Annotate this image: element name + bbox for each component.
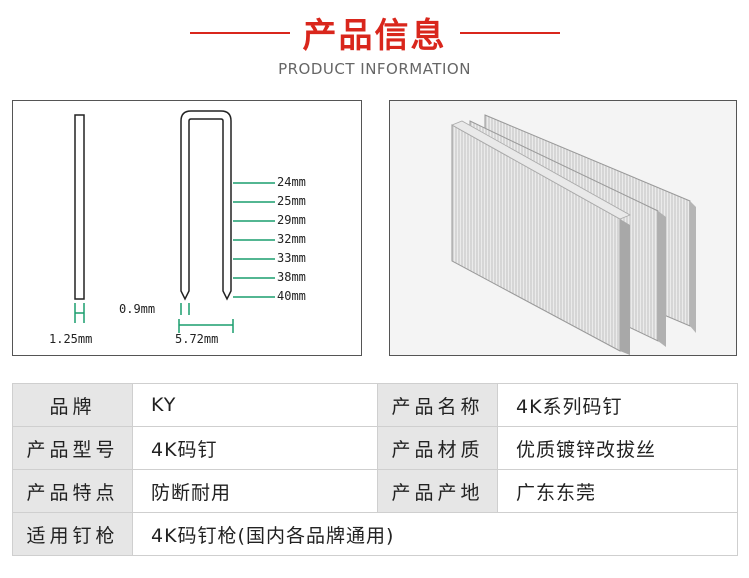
spec-key: 适用钉枪 — [12, 512, 133, 556]
length-label: 29mm — [277, 213, 306, 227]
staple-dimension-diagram — [74, 110, 275, 333]
thickness-label: 0.9mm — [119, 302, 156, 316]
title-divider-left — [190, 32, 290, 34]
crown-width-label: 5.72mm — [175, 332, 219, 346]
wire-width-label: 1.25mm — [49, 332, 93, 346]
spec-value: 防断耐用 — [132, 469, 378, 513]
staple-strip-top — [451, 120, 631, 220]
length-ticks — [233, 182, 275, 298]
title-divider-right — [460, 32, 560, 34]
staple-strip-back-edge — [690, 201, 696, 333]
spec-key: 产品名称 — [377, 383, 498, 427]
product-photo-panel — [389, 100, 737, 356]
spec-table: 品牌 KY 产品名称 4K系列码钉 产品型号 4K码钉 产品材质 优质镀锌改拔丝… — [12, 383, 738, 556]
section-subtitle: PRODUCT INFORMATION — [278, 60, 471, 78]
spec-value: 4K码钉 — [132, 426, 378, 470]
length-label: 40mm — [277, 289, 306, 303]
wire-width-dimension — [74, 303, 85, 323]
spec-value: 4K系列码钉 — [497, 383, 738, 427]
crown-width-dimension — [178, 319, 234, 333]
spec-key: 产品产地 — [377, 469, 498, 513]
length-label: 38mm — [277, 270, 306, 284]
table-row: 品牌 KY 产品名称 4K系列码钉 — [12, 383, 738, 427]
spec-key: 产品型号 — [12, 426, 133, 470]
spec-key: 品牌 — [12, 383, 133, 427]
table-row: 适用钉枪 4K码钉枪(国内各品牌通用) — [12, 512, 738, 556]
staple-side-view — [74, 114, 85, 300]
staple-strip-front-edge — [620, 219, 630, 355]
dimension-diagram-panel: 1.25mm 0.9mm 5.72mm 24mm 25mm 29mm 32mm … — [12, 100, 362, 356]
spec-key: 产品材质 — [377, 426, 498, 470]
table-row: 产品特点 防断耐用 产品产地 广东东莞 — [12, 469, 738, 513]
length-label: 24mm — [277, 175, 306, 189]
staple-strip-middle-edge — [658, 211, 666, 347]
spec-value: 广东东莞 — [497, 469, 738, 513]
length-label: 33mm — [277, 251, 306, 265]
length-label: 32mm — [277, 232, 306, 246]
thickness-dimension — [180, 303, 190, 315]
spec-value: 优质镀锌改拔丝 — [497, 426, 738, 470]
staple-strips-photo — [451, 114, 696, 355]
staple-front-view — [180, 110, 232, 301]
section-header: 产品信息 PRODUCT INFORMATION — [0, 0, 749, 90]
spec-key: 产品特点 — [12, 469, 133, 513]
section-title: 产品信息 — [302, 16, 447, 56]
table-row: 产品型号 4K码钉 产品材质 优质镀锌改拔丝 — [12, 426, 738, 470]
spec-value: 4K码钉枪(国内各品牌通用) — [132, 512, 738, 556]
spec-value: KY — [132, 383, 378, 427]
length-label: 25mm — [277, 194, 306, 208]
